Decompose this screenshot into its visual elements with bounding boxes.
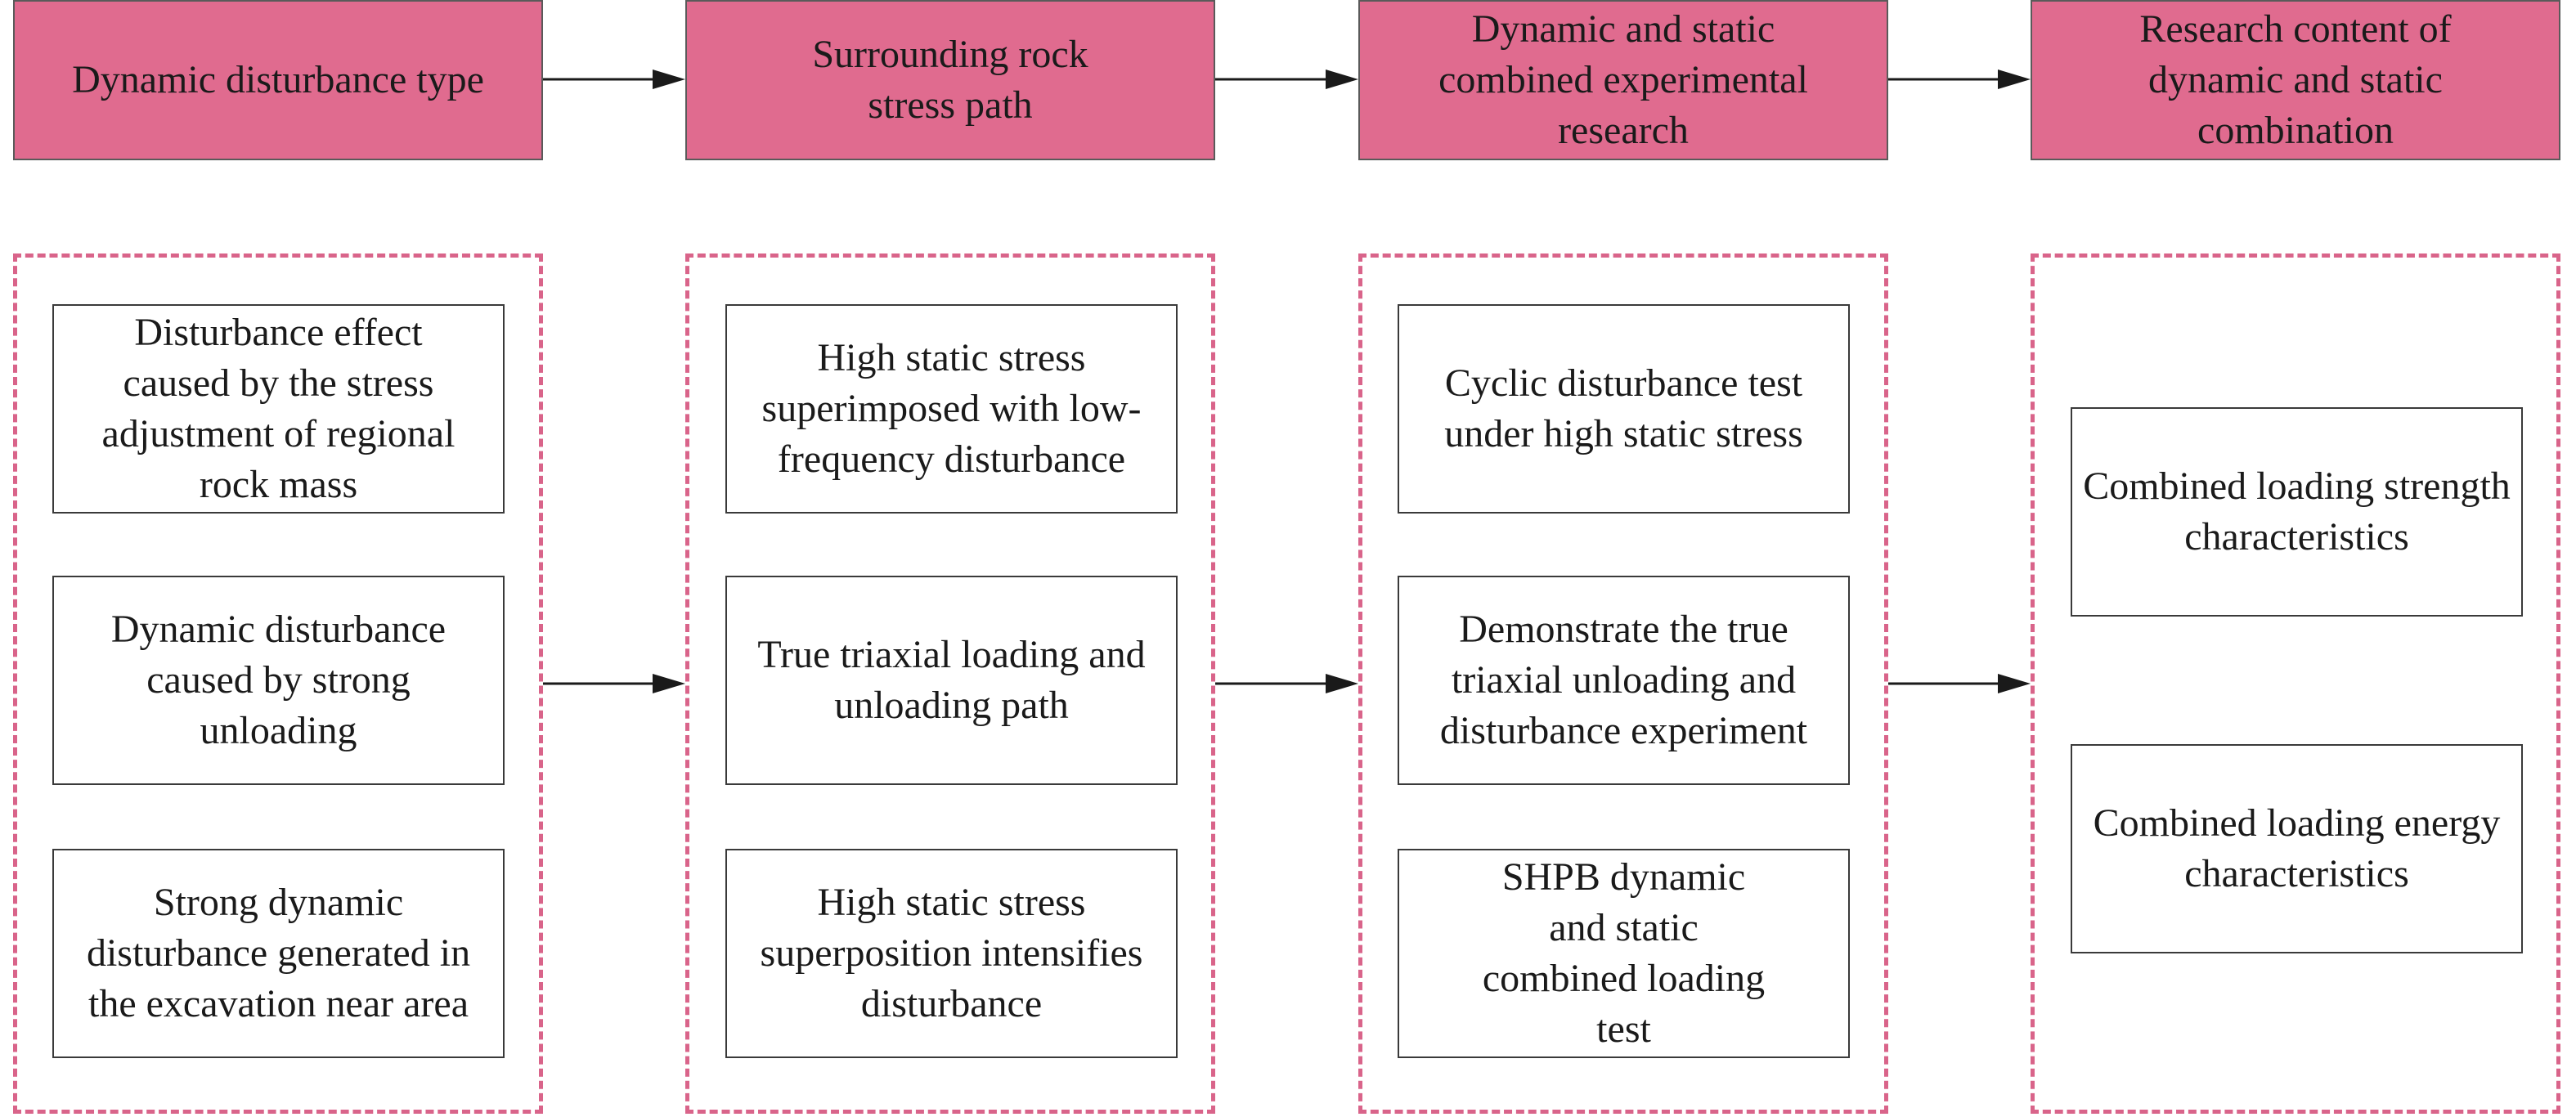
arrowhead-group-3-to-4 xyxy=(1998,674,2031,693)
item-cyclic-disturbance-test: Cyclic disturbance test under high stati… xyxy=(1398,304,1850,514)
header-surrounding-rock-stress-path: Surrounding rock stress path xyxy=(685,0,1215,160)
arrowhead-header-2-to-3 xyxy=(1326,70,1358,89)
item-high-static-low-frequency: High static stress superimposed with low… xyxy=(725,304,1178,514)
item-superposition-intensifies: High static stress superposition intensi… xyxy=(725,849,1178,1058)
group-research-content xyxy=(2031,253,2560,1114)
item-strength-characteristics: Combined loading strength characteristic… xyxy=(2071,407,2523,617)
item-strong-unloading: Dynamic disturbance caused by strong unl… xyxy=(52,576,505,785)
header-combined-experimental-research: Dynamic and static combined experimental… xyxy=(1358,0,1888,160)
header-dynamic-disturbance-type: Dynamic disturbance type xyxy=(13,0,543,160)
item-energy-characteristics: Combined loading energy characteristics xyxy=(2071,744,2523,953)
group-disturbance-types xyxy=(13,253,543,1114)
arrowhead-header-1-to-2 xyxy=(653,70,685,89)
item-true-triaxial-unloading-experiment: Demonstrate the true triaxial unloading … xyxy=(1398,576,1850,785)
item-shpb-combined-loading-test: SHPB dynamic and static combined loading… xyxy=(1398,849,1850,1058)
item-true-triaxial-path: True triaxial loading and unloading path xyxy=(725,576,1178,785)
group-stress-paths xyxy=(685,253,1215,1114)
group-experimental-research xyxy=(1358,253,1888,1114)
arrowhead-header-3-to-4 xyxy=(1998,70,2031,89)
arrowhead-group-1-to-2 xyxy=(653,674,685,693)
arrowhead-group-2-to-3 xyxy=(1326,674,1358,693)
item-regional-stress-adjustment: Disturbance effect caused by the stress … xyxy=(52,304,505,514)
header-research-content: Research content of dynamic and static c… xyxy=(2031,0,2560,160)
item-excavation-near-area: Strong dynamic disturbance generated in … xyxy=(52,849,505,1058)
